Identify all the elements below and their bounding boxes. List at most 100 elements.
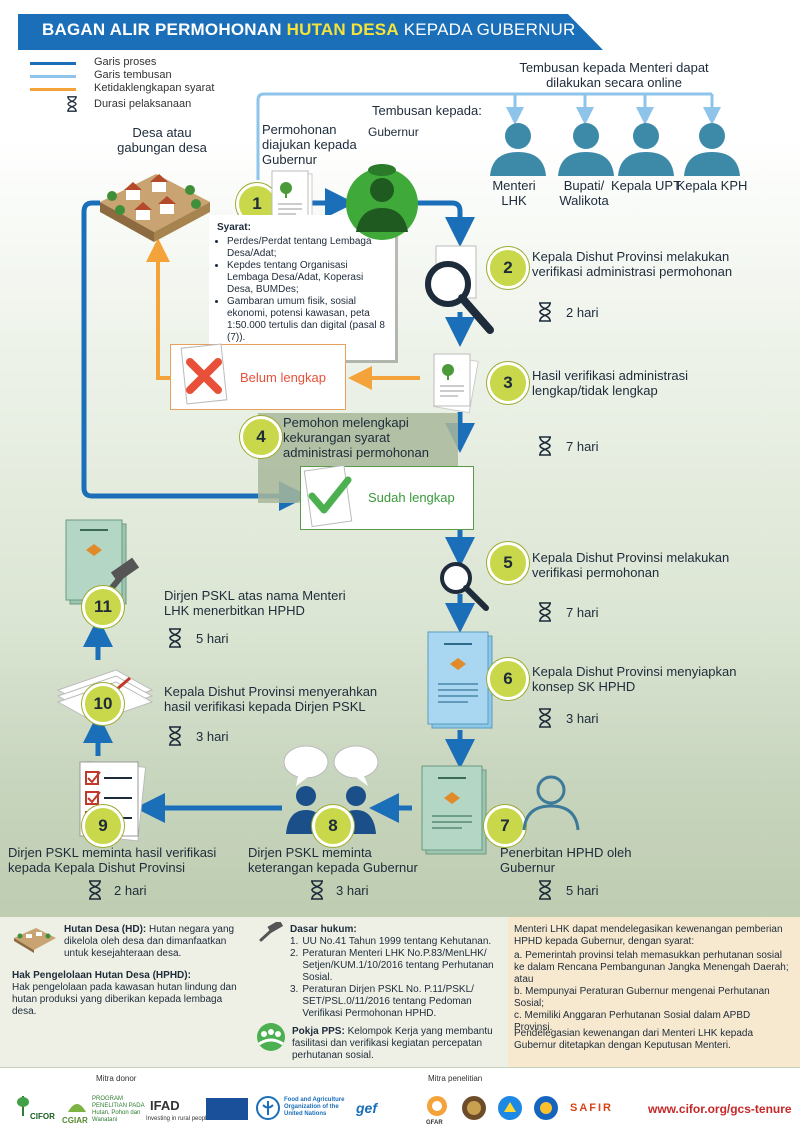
research-label: Mitra penelitian [428,1074,483,1083]
hd-text: Hutan negara yang dikelola oleh desa dan… [64,924,235,959]
step-11-badge: 11 [82,586,124,628]
hourglass-icon [539,708,551,728]
hourglass-icon [89,880,101,900]
document-icon [433,353,479,414]
website-url[interactable]: www.cifor.org/gcs-tenure [648,1102,792,1116]
step-9-text: Dirjen PSKL meminta hasil verifikasi kep… [8,845,217,875]
desa-label: Desa atau gabungan desa [117,125,207,155]
cifor-logo [17,1096,29,1116]
dasar-list: 1.UU No.41 Tahun 1999 tentang Kehutanan.… [290,936,502,1020]
step-6-badge: 6 [487,658,529,700]
ministry-logo [462,1096,486,1120]
hourglass-icon [169,726,181,746]
hourglass-icon [539,880,551,900]
pokja-definition: Pokja PPS: Kelompok Kerja yang membantu … [292,1026,504,1062]
title-banner [18,14,603,50]
legend-proses-swatch [30,62,76,65]
legend-tembusan-swatch [30,75,76,78]
village-icon [14,928,56,953]
step-10-duration: 3 hari [196,729,229,744]
step-10-text: Kepala Dishut Provinsi menyerahkan hasil… [164,684,378,714]
hourglass-icon [169,628,181,648]
step-11-duration: 5 hari [196,631,229,646]
hourglass-icon [311,880,323,900]
gubernur-icon [346,164,418,240]
step-4-text: Pemohon melengkapi kekurangan syarat adm… [283,415,429,460]
pokja-text: Kelompok Kerja yang membantu fasilitasi … [292,1026,493,1061]
step-9-badge: 9 [82,805,124,847]
recipient-kph: Kepala KPH [676,178,748,193]
gavel-icon [259,922,284,942]
sk-document-icon [427,631,493,729]
gubernur-label: Gubernur [368,125,419,139]
step-4-badge: 4 [240,416,282,458]
fao-logo-text: Food and Agriculture Organization of the… [284,1097,345,1117]
person-icon [490,123,546,176]
hourglass-icon [67,96,77,112]
ifad-tagline: Investing in rural people [146,1116,210,1122]
dasar-item: Peraturan Menteri LHK No.P.83/MenLHK/ Se… [302,948,494,983]
delegation-list: a. Pemerintah provinsi telah memasukkan … [514,950,790,1034]
delegation-item: a. Pemerintah provinsi telah memasukkan … [514,950,789,985]
hourglass-icon [539,302,551,322]
step-11-text: Dirjen PSKL atas nama Menteri LHK menerb… [164,588,346,618]
gfar-logo [427,1096,447,1116]
village-icon [100,174,210,242]
step-5-text: Kepala Dishut Provinsi melakukan verifik… [532,550,730,580]
syarat-item: Perdes/Perdat tentang Lembaga Desa/Adat; [227,236,387,260]
syarat-title: Syarat: [217,222,251,233]
step-3-duration: 7 hari [566,439,599,454]
cgiar-logo-text: CGIAR [62,1116,88,1125]
tembusan-label: Tembusan kepada: [372,103,482,118]
recipient-bupati: Bupati/ Walikota [559,178,609,208]
step-9-duration: 2 hari [114,883,147,898]
step-3-badge: 3 [487,362,529,404]
step-7-duration: 5 hari [566,883,599,898]
university-logo-2 [534,1096,558,1120]
hd-definition: Hutan Desa (HD): Hutan negara yang dikel… [64,924,244,960]
safir-logo-text: SAFIR [570,1102,613,1114]
syarat-box: Syarat: Perdes/Perdat tentang Lembaga De… [209,215,395,360]
gef-logo-text: gef [356,1100,377,1116]
dasar-item: Peraturan Dirjen PSKL No. P.11/PSKL/ SET… [302,984,474,1019]
magnifier-doc-icon [425,245,494,334]
step-2-text: Kepala Dishut Provinsi melakukan verifik… [532,249,733,279]
pokja-title: Pokja PPS: [292,1026,345,1037]
legend-ketidaklengkapan-label: Ketidaklengkapan syarat [94,82,215,94]
dasar-item: UU No.41 Tahun 1999 tentang Kehutanan. [302,936,492,947]
footer-definitions-panel [0,917,508,1067]
person-icon [618,123,674,176]
cifor-logo-text: CIFOR [30,1112,55,1121]
syarat-item: Gambaran umum fisik, sosial ekonomi, pot… [227,296,387,344]
step-8-badge: 8 [312,805,354,847]
gfar-logo-text: GFAR [426,1120,443,1126]
person-icon [684,123,740,176]
person-icon [558,123,614,176]
step-6-duration: 3 hari [566,711,599,726]
delegation-item: b. Mempunyai Peraturan Gubernur mengenai… [514,986,770,1009]
partners-strip [0,1068,800,1131]
legend-proses-label: Garis proses [94,56,157,68]
delegation-outro: Pendelegasian kewenangan dari Menteri LH… [514,1028,754,1051]
document-cross-icon [180,343,228,405]
dasar-title: Dasar hukum: [290,924,357,935]
delegation-item: c. Memiliki Anggaran Perhutanan Sosial d… [514,1010,751,1033]
fao-logo [256,1096,280,1120]
online-note: Tembusan kepada Menteri dapat dilakukan … [519,60,709,90]
legend-durasi-label: Durasi pelaksanaan [94,98,192,110]
step-2-duration: 2 hari [566,305,599,320]
document-check-icon [303,464,353,528]
group-icon [257,1023,285,1051]
sk-document-icon [421,765,487,855]
eu-flag-logo [206,1098,248,1120]
university-logo [498,1096,522,1120]
hd-title: Hutan Desa (HD): [64,924,147,935]
hphd-title: Hak Pengelolaan Hutan Desa (HPHD): [12,970,191,981]
hphd-text: Hak pengelolaan pada kawasan hutan lindu… [12,982,237,1017]
footer-delegation-panel [508,917,800,1067]
person-outline-icon [522,775,580,831]
recipient-menteri: Menteri LHK [492,178,536,208]
legend-tembusan-label: Garis tembusan [94,69,172,81]
step-2-badge: 2 [487,247,529,289]
